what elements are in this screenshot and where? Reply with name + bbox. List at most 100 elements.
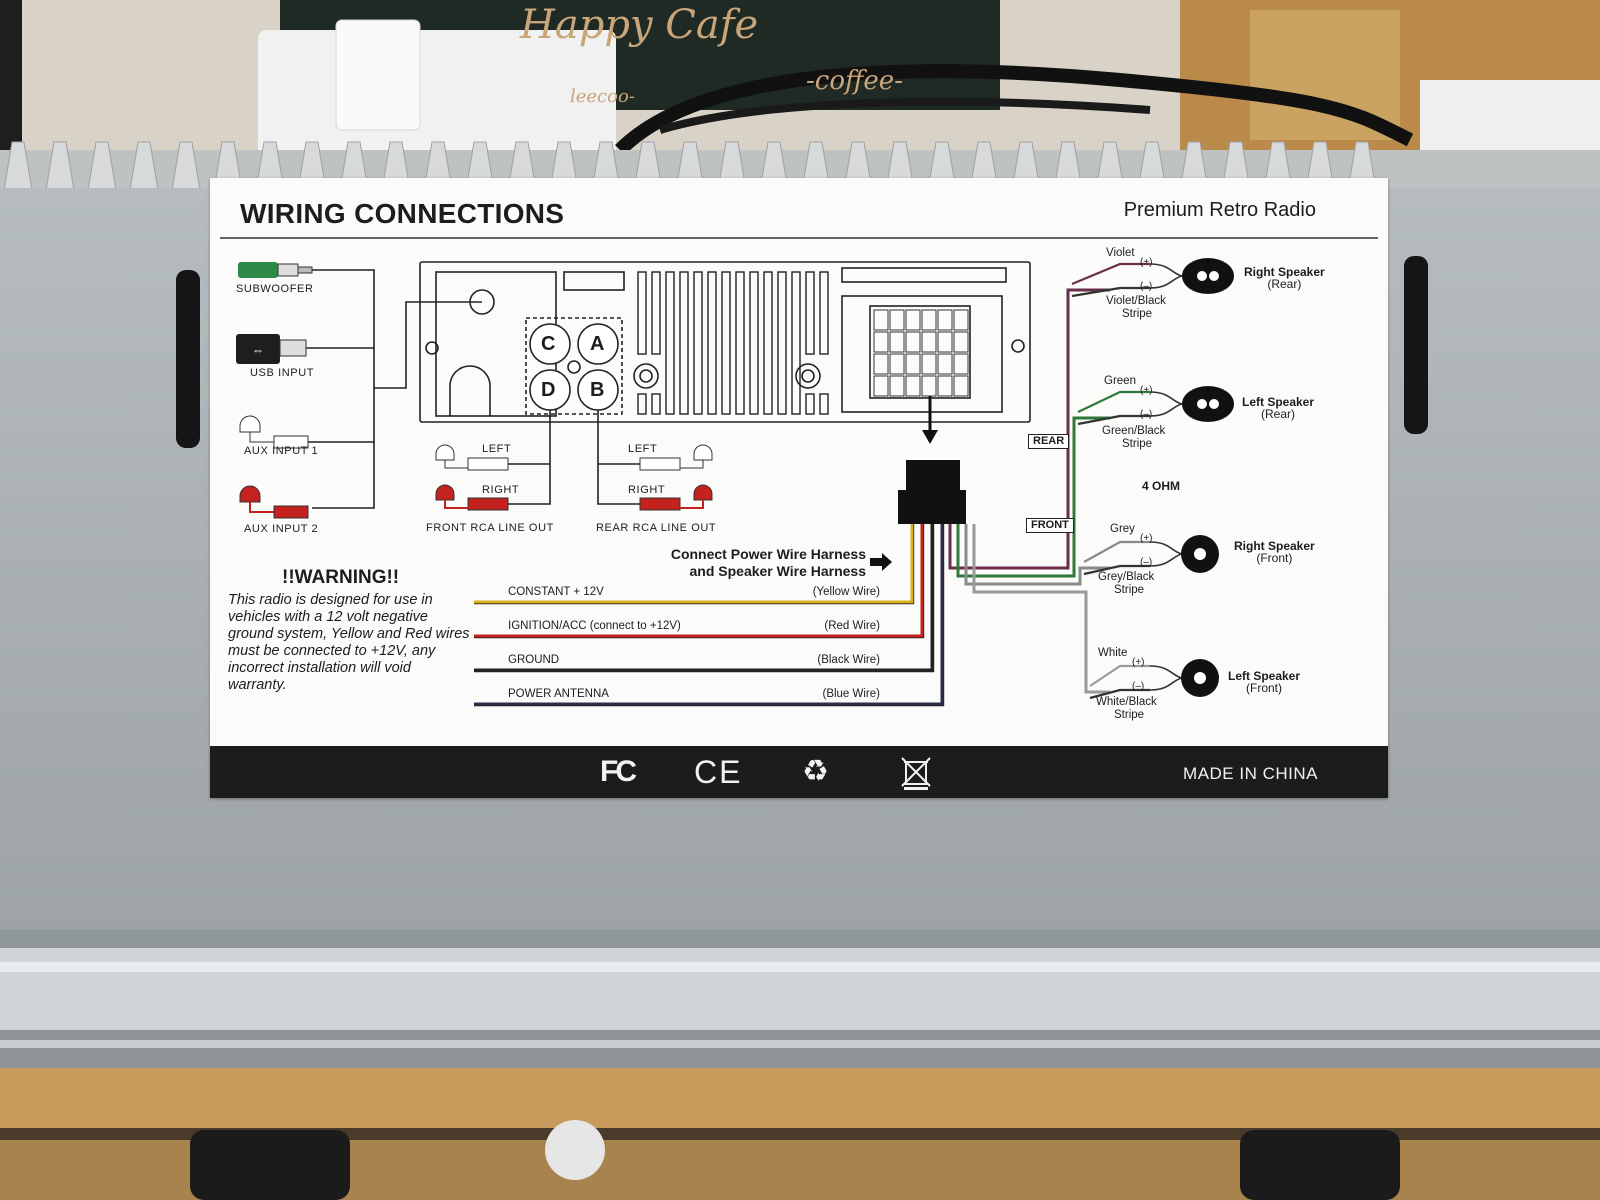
port-d-label: D	[541, 379, 556, 401]
usb-jack-icon: ⇔	[236, 334, 307, 364]
aux1-jack-icon	[239, 415, 309, 449]
speaker-lf-title: Left Speaker	[1228, 669, 1301, 683]
harness-socket-grid	[873, 309, 969, 397]
radio-vent-slot	[805, 393, 815, 415]
svg-text:⇔: ⇔	[252, 343, 264, 357]
diagram-title: WIRING CONNECTIONS	[240, 198, 565, 229]
socket-cell	[953, 331, 969, 353]
radio-vent-slot	[693, 271, 703, 415]
speaker-lr-minus-wire: Green/Black	[1102, 425, 1166, 437]
speaker-lead	[1149, 665, 1183, 691]
speaker-wire-minus	[1077, 414, 1150, 426]
harness-note-line-2: and Speaker Wire Harness	[689, 563, 866, 579]
wire-color-ground: (Black Wire)	[817, 654, 880, 666]
speaker-lf-minus-wire: White/Black	[1096, 696, 1157, 708]
socket-cell	[873, 309, 889, 331]
speaker-lead	[1149, 391, 1183, 417]
radio-vent-slots	[637, 271, 829, 415]
wiring-sticker: ⇔	[210, 178, 1388, 798]
harness-note-line-1: Connect Power Wire Harness	[670, 546, 866, 562]
radio-vent-slot	[819, 271, 829, 355]
note-arrow-icon	[870, 553, 892, 571]
wire-label-ignition: IGNITION/ACC (connect to +12V)	[508, 620, 681, 632]
radio-vent-slot	[791, 271, 801, 415]
usb-input-label: USB INPUT	[250, 367, 315, 379]
made-in-label: MADE IN CHINA	[1183, 764, 1318, 783]
radio-vent-slot	[819, 393, 829, 415]
speaker-rr-name: Right Speaker(Rear)	[1244, 266, 1325, 290]
warning-body: This radio is designed for use in vehicl…	[228, 592, 470, 693]
socket-cell	[921, 375, 937, 397]
speaker-cone	[1194, 672, 1206, 684]
radio-vent-slot	[651, 393, 661, 415]
radio-vent-slot	[665, 271, 675, 415]
socket-cell	[937, 331, 953, 353]
wire-label-antenna: POWER ANTENNA	[508, 688, 609, 700]
rca-leads	[508, 410, 640, 505]
aux2-jack-icon	[239, 485, 309, 519]
socket-cell	[921, 309, 937, 331]
speaker-lr-plus-wire: Green	[1104, 375, 1136, 387]
cafe-sign-logo: Happy Cafe	[520, 2, 759, 48]
power-wire	[474, 524, 944, 706]
speaker-rf-name: Right Speaker(Front)	[1234, 540, 1315, 564]
speaker-lead	[1149, 263, 1183, 289]
speaker-wire-group	[948, 258, 1234, 700]
front-rca-left-label: LEFT	[482, 443, 512, 455]
socket-cell	[889, 375, 905, 397]
socket-cell	[905, 353, 921, 375]
power-wire	[474, 524, 914, 604]
front-rca-plugs-icon	[435, 444, 509, 511]
aux-input-2-label: AUX INPUT 2	[244, 523, 319, 535]
socket-cell	[953, 375, 969, 397]
speaker-wire	[956, 416, 1110, 578]
wire-color-ignition: (Red Wire)	[824, 620, 880, 632]
harness-connector	[898, 460, 966, 524]
speaker-wire	[948, 288, 1110, 570]
speaker-lr-title: Left Speaker	[1242, 395, 1315, 409]
radio-vent-slot	[707, 271, 717, 415]
radio-vent-slot	[637, 271, 647, 355]
radio-vent-slot	[735, 271, 745, 415]
socket-cell	[921, 331, 937, 353]
socket-cell	[873, 331, 889, 353]
socket-cell	[873, 375, 889, 397]
power-wire-outline	[474, 524, 935, 673]
port-b-label: B	[590, 379, 605, 401]
socket-cell	[873, 353, 889, 375]
rear-rca-line-out-label: REAR RCA LINE OUT	[596, 522, 717, 534]
speaker-rf-plus-wire: Grey	[1110, 523, 1135, 535]
input-leads	[306, 269, 482, 509]
front-rca-line-out-label: FRONT RCA LINE OUT	[426, 522, 554, 534]
impedance-label: 4 OHM	[1142, 479, 1181, 493]
socket-cell	[937, 353, 953, 375]
radio-vent-slot	[763, 271, 773, 415]
aux-input-1-label: AUX INPUT 1	[244, 445, 319, 457]
speaker-rr-minus-wire-2: Stripe	[1122, 308, 1153, 320]
rear-rca-left-label: LEFT	[628, 443, 658, 455]
radio-vent-slot	[805, 271, 815, 355]
socket-cell	[889, 309, 905, 331]
radio-unit-outline	[419, 261, 1031, 423]
speaker-lr-minus: (–)	[1140, 409, 1153, 420]
speaker-lr-position: (Rear)	[1261, 407, 1296, 421]
radio-vent-slot	[637, 393, 647, 415]
speaker-wire-plus	[1083, 540, 1150, 563]
speaker-rr-title: Right Speaker	[1244, 265, 1325, 279]
speaker-rr-minus: (–)	[1140, 281, 1153, 292]
speaker-lr-name: Left Speaker(Rear)	[1242, 396, 1314, 420]
speaker-rr-plus: (+)	[1140, 257, 1153, 268]
socket-cell	[953, 309, 969, 331]
wire-color-constant: (Yellow Wire)	[812, 586, 880, 598]
power-wire	[474, 524, 924, 638]
socket-cell	[905, 375, 921, 397]
wiring-diagram: ⇔	[220, 237, 1378, 707]
socket-cell	[953, 353, 969, 375]
speaker-rr-plus-wire: Violet	[1106, 247, 1135, 259]
socket-cell	[937, 375, 953, 397]
speaker-rr-minus-wire: Violet/Black	[1106, 295, 1166, 307]
fcc-mark-icon: FC	[600, 755, 637, 788]
warning-title: !!WARNING!!	[282, 567, 400, 588]
speaker-oval-icon	[1182, 386, 1234, 422]
socket-cell	[905, 331, 921, 353]
